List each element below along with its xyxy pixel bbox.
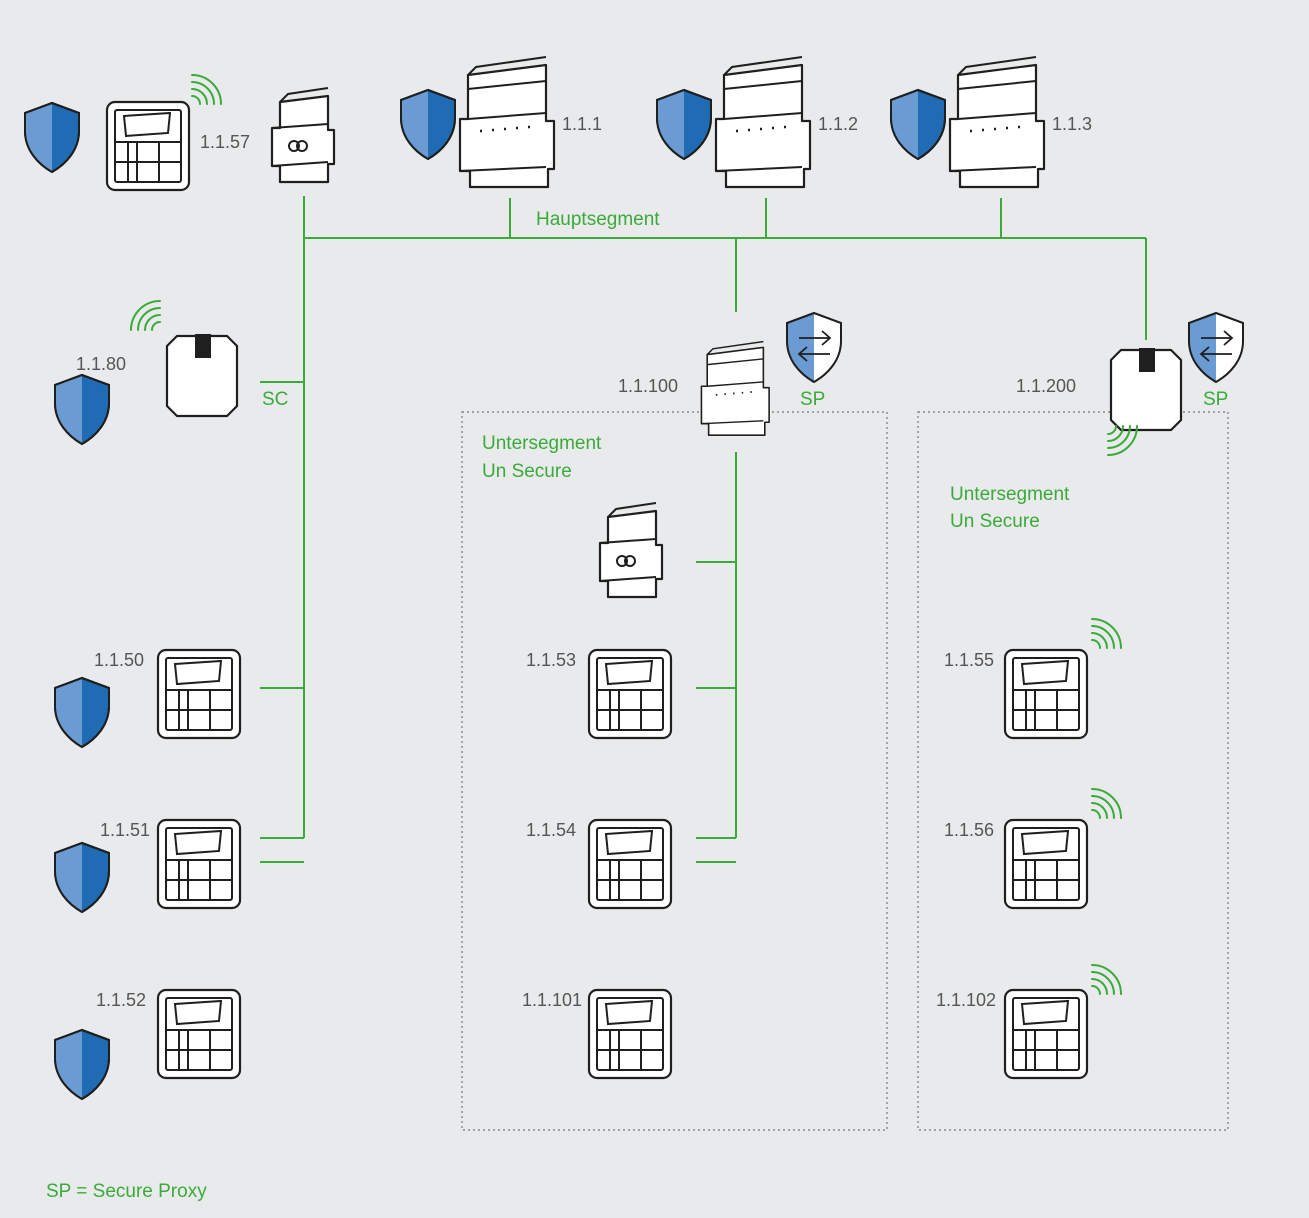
- main-segment-label: Hauptsegment: [536, 209, 660, 230]
- push-button-panel-icon: [1003, 988, 1089, 1080]
- device-address-1157: 1.1.57: [200, 132, 250, 152]
- device-address-113: 1.1.3: [1052, 114, 1092, 134]
- push-button-panel-icon: [156, 648, 242, 740]
- sp-label-1: SP: [800, 389, 825, 410]
- device-address-1152: 1.1.52: [96, 990, 146, 1010]
- din-rail-device-icon: [948, 55, 1046, 189]
- push-button-panel-icon: [156, 988, 242, 1080]
- flush-actuator-icon: [165, 332, 239, 418]
- device-address-11100: 1.1.100: [618, 376, 678, 396]
- push-button-panel-icon: [105, 100, 191, 192]
- subsegment-2-line1: Untersegment: [950, 484, 1070, 505]
- device-address-11200: 1.1.200: [1016, 376, 1076, 396]
- device-address-1150: 1.1.50: [94, 650, 144, 670]
- sc-label: SC: [262, 389, 288, 410]
- coupler-icon: [270, 86, 336, 184]
- subsegment-1-line2: Un Secure: [482, 461, 572, 482]
- device-address-1155: 1.1.55: [944, 650, 994, 670]
- sp-label-2: SP: [1203, 389, 1228, 410]
- bus-lines: [260, 196, 1147, 863]
- push-button-panel-icon: [1003, 818, 1089, 910]
- subsegment-2-box: [917, 411, 1229, 1131]
- coupler-icon: [598, 501, 664, 599]
- device-address-1180: 1.1.80: [76, 354, 126, 374]
- push-button-panel-icon: [1003, 648, 1089, 740]
- push-button-panel-icon: [587, 818, 673, 910]
- device-address-1151: 1.1.51: [100, 820, 150, 840]
- device-address-111: 1.1.1: [562, 114, 602, 134]
- din-rail-device-icon: [458, 55, 556, 189]
- device-address-1153: 1.1.53: [526, 650, 576, 670]
- device-address-112: 1.1.2: [818, 114, 858, 134]
- din-rail-device-icon: [700, 340, 771, 437]
- subsegment-2-line2: Un Secure: [950, 511, 1040, 532]
- din-rail-device-icon: [714, 55, 812, 189]
- push-button-panel-icon: [587, 648, 673, 740]
- push-button-panel-icon: [587, 988, 673, 1080]
- device-address-1156: 1.1.56: [944, 820, 994, 840]
- legend-text: SP = Secure Proxy: [46, 1181, 207, 1202]
- subsegment-1-line1: Untersegment: [482, 433, 602, 454]
- flush-actuator-icon: [1109, 346, 1183, 432]
- device-address-11101: 1.1.101: [522, 990, 582, 1010]
- device-address-1154: 1.1.54: [526, 820, 576, 840]
- push-button-panel-icon: [156, 818, 242, 910]
- subsegment-1-box: [461, 411, 888, 1131]
- device-address-11102: 1.1.102: [936, 990, 996, 1010]
